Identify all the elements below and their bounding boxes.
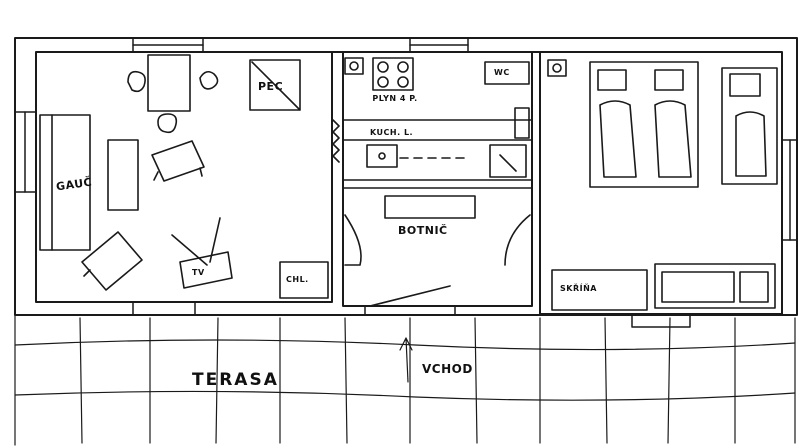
- stove-box: [250, 60, 300, 110]
- label-hallway: BOTNIČ: [398, 224, 448, 237]
- door-arc-left: [345, 215, 361, 265]
- label-entrance: VCHOD: [422, 362, 473, 376]
- terrace-lines: [15, 315, 795, 445]
- wc: [485, 62, 529, 84]
- label-terrace: TERASA: [192, 370, 279, 390]
- windows: [15, 38, 797, 327]
- label-cooktop: PLYN 4 P.: [372, 94, 418, 103]
- label-stove: PEC: [258, 80, 284, 93]
- single-bed: [722, 68, 777, 184]
- armchair-1: [152, 141, 204, 181]
- entrance-arrow: [400, 338, 412, 382]
- sink: [367, 145, 397, 167]
- label-cabinet: SKŘÍŇA: [560, 284, 597, 293]
- door-entrance: [370, 286, 450, 306]
- label-kitchen-counter: KUCH. L.: [370, 128, 414, 137]
- label-fridge: CHL.: [286, 275, 309, 284]
- coffee-table: [108, 140, 138, 210]
- armchair-2: [82, 232, 142, 290]
- radiator: [333, 120, 339, 162]
- label-tv: TV: [192, 268, 205, 277]
- bench: [655, 264, 775, 308]
- door-arc-right: [505, 215, 530, 265]
- stove2: [490, 145, 526, 177]
- double-bed: [590, 62, 698, 187]
- tv-antenna: [172, 218, 220, 265]
- chair-left: [128, 72, 145, 92]
- table: [148, 55, 190, 111]
- living-room-furniture: [40, 55, 328, 298]
- wardrobe: [552, 270, 647, 310]
- chair-right: [200, 72, 218, 89]
- sofa: [40, 115, 90, 250]
- chair-bottom: [158, 114, 176, 132]
- tv-stand: [180, 252, 232, 288]
- label-toilet: WC: [494, 68, 510, 77]
- fridge-box: [280, 262, 328, 298]
- bedroom-furniture: [548, 60, 777, 310]
- cooktop: [373, 58, 413, 90]
- kitchen: [333, 58, 532, 306]
